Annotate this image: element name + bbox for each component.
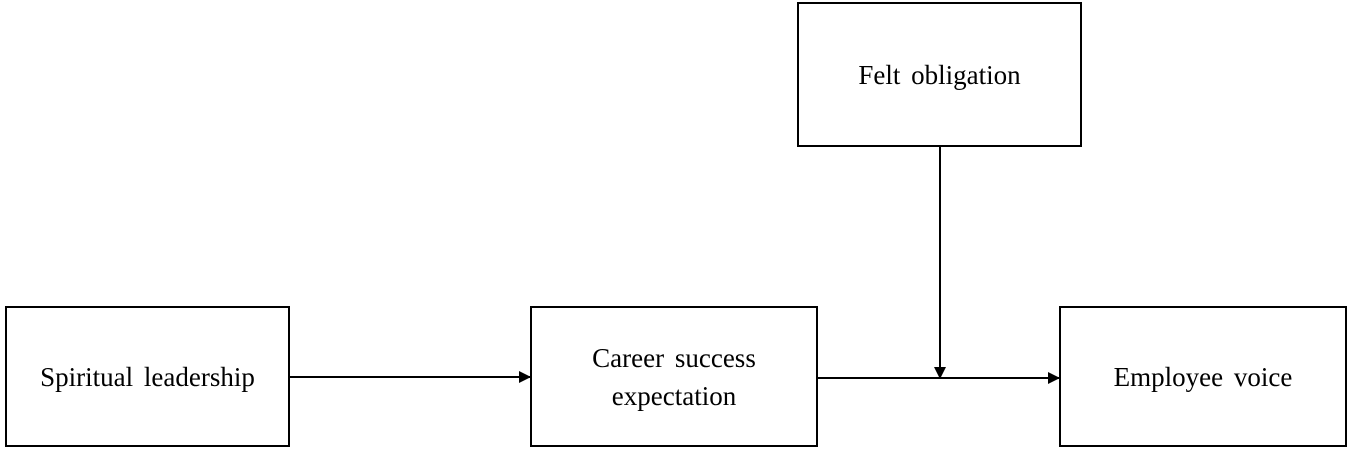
node-career-success-expectation: Career success expectation <box>530 306 818 447</box>
node-spiritual-leadership-label: Spiritual leadership <box>40 361 255 392</box>
node-spiritual-leadership: Spiritual leadership <box>5 306 290 447</box>
node-career-success-expectation-label-line-2: expectation <box>611 380 737 411</box>
node-felt-obligation: Felt obligation <box>797 2 1082 147</box>
node-felt-obligation-label: Felt obligation <box>858 59 1021 90</box>
node-employee-voice: Employee voice <box>1059 306 1347 447</box>
node-career-success-expectation-label-line-1: Career success <box>592 342 756 373</box>
node-employee-voice-label: Employee voice <box>1113 361 1293 392</box>
